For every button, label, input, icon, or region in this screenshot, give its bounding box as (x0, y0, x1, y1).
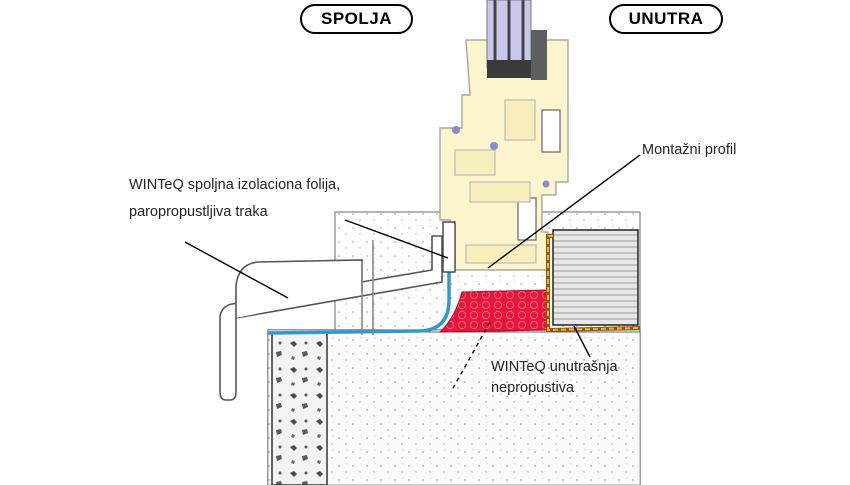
leader-inner-dashed (451, 321, 491, 391)
outer-window-sill (219, 235, 443, 401)
leader-mounting-profile (487, 154, 641, 269)
zone-outside-text: SPOLJA (320, 9, 393, 28)
outer-foil-tape (267, 222, 451, 335)
mounting-profile (442, 221, 456, 273)
callout-inner-seal-line1: WINTeQ unutrašnja (491, 359, 618, 375)
inner-seal-tape (546, 234, 641, 333)
zone-inside-label: UNUTRA (609, 4, 723, 34)
leader-inner-seal (573, 325, 591, 358)
zone-inside-text: UNUTRA (628, 9, 704, 28)
callout-outer-foil: WINTeQ spoljna izolaciona folija, paropr… (129, 175, 340, 223)
callout-outer-foil-line2: paropropustljiva traka (129, 204, 268, 220)
leader-lines (184, 154, 641, 391)
leader-outer-foil (184, 241, 289, 299)
glass-pane (486, 0, 547, 80)
zone-outside-label: SPOLJA (300, 4, 413, 34)
callout-outer-foil-line1: WINTeQ spoljna izolaciona folija, (129, 177, 341, 193)
callout-mounting-profile: Montažni profil (642, 142, 737, 158)
pu-foam (438, 289, 549, 333)
leader-outer-foil-2 (344, 219, 449, 259)
inner-insulation-block (552, 229, 639, 326)
callout-inner-seal: WINTeQ unutrašnja nepropustiva (491, 357, 618, 399)
window-frame-profile (439, 39, 569, 271)
callout-inner-seal-line2: nepropustiva (491, 380, 575, 396)
